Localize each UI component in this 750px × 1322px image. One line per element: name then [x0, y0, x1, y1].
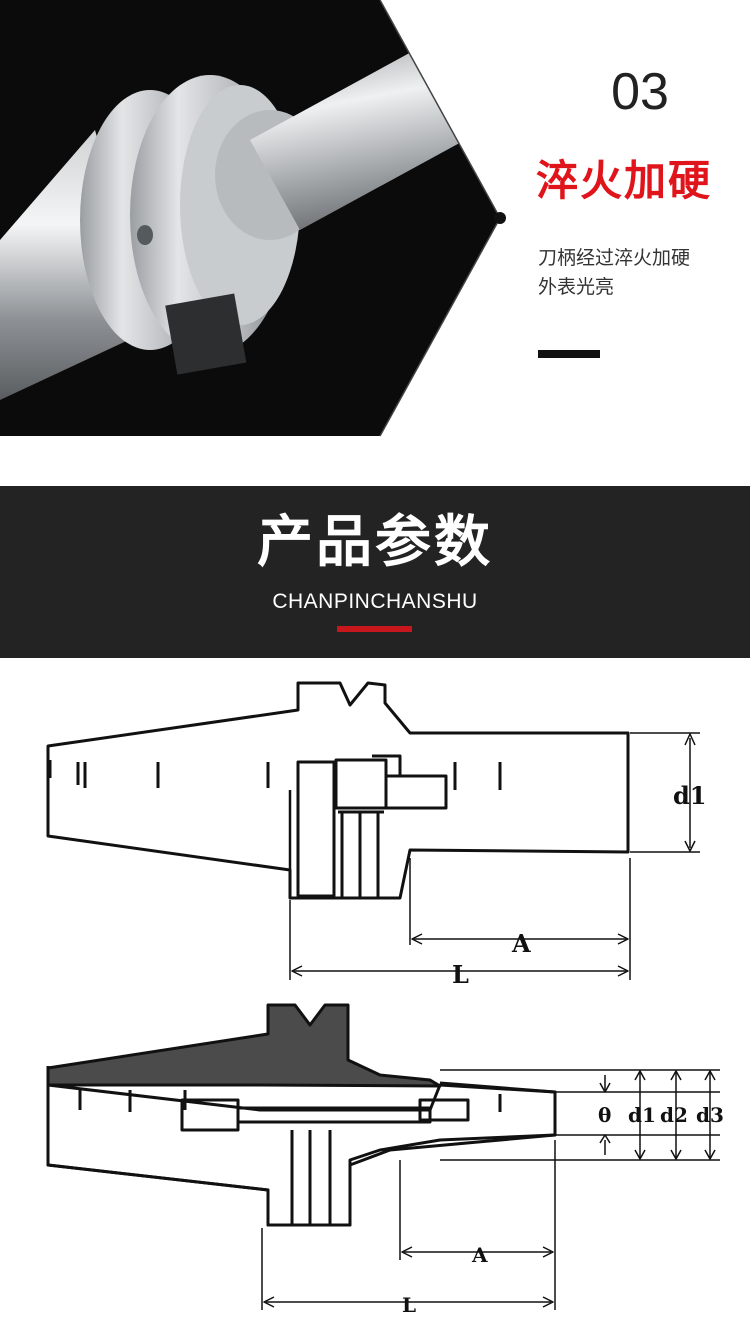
tool-holder-photo — [0, 0, 506, 437]
tool-holder-drawing-bottom: θ d1 d2 d3 A L — [0, 995, 750, 1317]
section-accent-bar — [337, 626, 412, 632]
dimension-label-d1: d1 — [628, 1103, 656, 1127]
feature-number: 03 — [611, 63, 669, 121]
dimension-label-A: A — [471, 1243, 488, 1267]
dimension-label-A: A — [511, 929, 531, 958]
feature-section: 03 淬火加硬 刀柄经过淬火加硬 外表光亮 — [0, 0, 750, 448]
dimension-label-L: L — [452, 960, 469, 989]
feature-description-line: 刀柄经过淬火加硬 — [538, 247, 691, 269]
section-title: 产品参数 — [257, 510, 493, 575]
dimension-label-d3: d3 — [696, 1103, 724, 1127]
feature-description-line: 外表光亮 — [538, 276, 615, 298]
dimension-label-d1: d1 — [673, 781, 706, 810]
tool-holder-drawing-top: d1 A L — [0, 670, 750, 990]
dimension-label-d2: d2 — [660, 1103, 688, 1127]
feature-description: 刀柄经过淬火加硬 外表光亮 — [538, 244, 738, 302]
feature-divider-bar — [538, 350, 600, 358]
section-subtitle: CHANPINCHANSHU — [272, 590, 478, 613]
feature-title: 淬火加硬 — [536, 156, 713, 205]
dimension-label-theta: θ — [598, 1103, 611, 1127]
dimension-label-L: L — [402, 1293, 416, 1317]
